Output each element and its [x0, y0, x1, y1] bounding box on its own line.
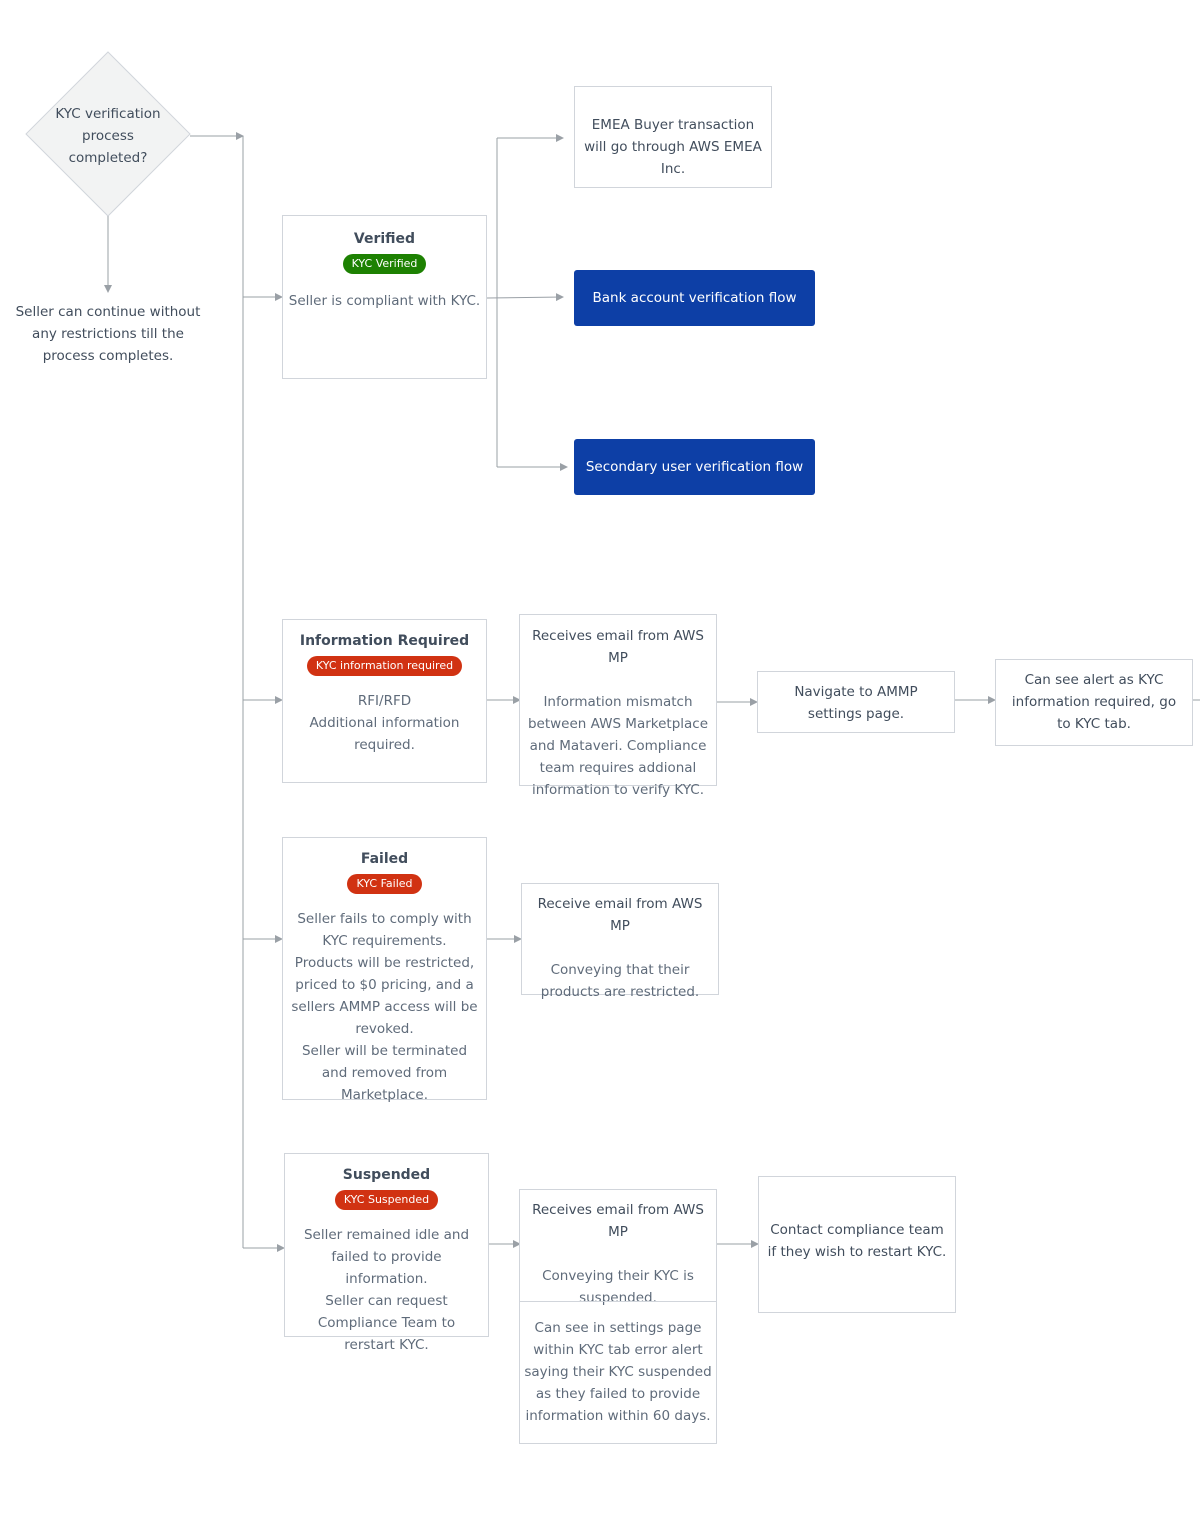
kyc-verified-badge: KYC Verified	[342, 254, 427, 274]
contact-compliance-box: Contact compliance team if they wish to …	[758, 1176, 956, 1313]
kyc-alert-text: Can see alert as KYC information require…	[1011, 672, 1177, 732]
bank-flow-label: Bank account verification flow	[592, 290, 797, 306]
suspended-email-box: Receives email from AWS MP Conveying the…	[519, 1189, 717, 1444]
kyc-info-required-badge: KYC information required	[306, 656, 463, 676]
kyc-alert-box: Can see alert as KYC information require…	[995, 659, 1193, 746]
emea-note-text: EMEA Buyer transaction will go through A…	[584, 117, 762, 177]
contact-compliance-text: Contact compliance team if they wish to …	[767, 1222, 947, 1260]
kyc-failed-badge: KYC Failed	[347, 874, 422, 894]
verified-box: Verified KYC Verified Seller is complian…	[282, 215, 487, 379]
failed-email-title: Receive email from AWS MP	[537, 896, 703, 934]
bank-account-verification-flow[interactable]: Bank account verification flow	[574, 270, 815, 326]
info-email-title: Receives email from AWS MP	[532, 628, 704, 666]
navigate-settings-text: Navigate to AMMP settings page.	[794, 684, 918, 722]
secondary-flow-label: Secondary user verification flow	[585, 459, 804, 475]
secondary-user-verification-flow[interactable]: Secondary user verification flow	[574, 439, 815, 495]
failed-title: Failed	[360, 851, 409, 867]
suspended-title: Suspended	[342, 1167, 431, 1183]
verified-description: Seller is compliant with KYC.	[288, 293, 481, 309]
emea-note-box: EMEA Buyer transaction will go through A…	[574, 86, 772, 188]
kyc-suspended-badge: KYC Suspended	[334, 1190, 439, 1210]
info-required-box: Information Required KYC information req…	[282, 619, 487, 783]
info-email-box: Receives email from AWS MP Information m…	[519, 614, 717, 798]
info-required-title: Information Required	[299, 633, 470, 649]
info-required-description: RFI/RFD Additional information required.	[309, 693, 460, 753]
failed-description: Seller fails to comply with KYC requirem…	[291, 911, 478, 1103]
failed-box: Failed KYC Failed Seller fails to comply…	[282, 837, 487, 1103]
navigate-settings-box: Navigate to AMMP settings page.	[757, 671, 955, 733]
suspended-description: Seller remained idle and failed to provi…	[303, 1227, 470, 1353]
failed-email-box: Receive email from AWS MP Conveying that…	[521, 883, 719, 1000]
suspended-settings-note: Can see in settings page within KYC tab …	[524, 1320, 712, 1424]
decision-question: KYC verification process completed?	[55, 106, 161, 166]
suspended-email-title: Receives email from AWS MP	[532, 1202, 704, 1240]
suspended-email-divider	[520, 1301, 716, 1302]
no-outcome-text: Seller can continue without any restrict…	[15, 304, 201, 364]
verified-title: Verified	[353, 231, 416, 247]
failed-email-body: Conveying that their products are restri…	[540, 962, 700, 1000]
suspended-box: Suspended KYC Suspended Seller remained …	[284, 1153, 489, 1353]
suspended-email-body: Conveying their KYC is suspended.	[542, 1268, 694, 1306]
info-email-body: Information mismatch between AWS Marketp…	[527, 694, 709, 798]
arrow-to-bank-flow	[486, 293, 564, 302]
